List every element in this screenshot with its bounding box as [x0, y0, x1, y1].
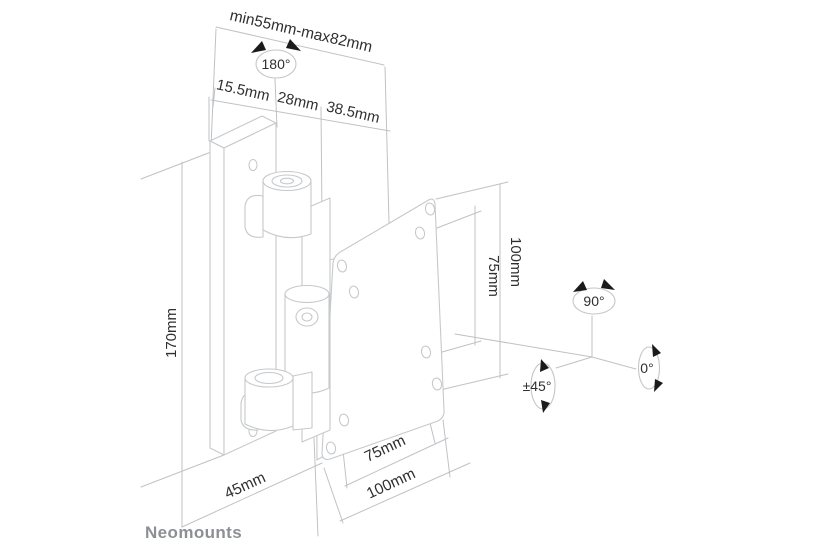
dim-depth-range-label: min55mm-max82mm	[228, 7, 374, 56]
rotation-45-label: ±45°	[523, 378, 552, 394]
dim-vesa-width-100-label: 100mm	[364, 465, 418, 502]
ext-tick-2	[274, 78, 278, 128]
dim-line-vesa75-width	[344, 437, 449, 487]
vesa-hole-outer-bl	[325, 441, 337, 455]
hinge-column	[240, 170, 331, 443]
vesa-hole-inner-bl	[338, 413, 350, 427]
swivel-arrow-left	[251, 41, 266, 53]
wall-plate-side-face	[209, 140, 225, 456]
ext-line-wall-width-right	[313, 437, 319, 537]
ext-vesa-height-t100	[435, 181, 509, 200]
swivel-ellipse	[255, 49, 297, 79]
tilt-0-label: 0°	[640, 360, 653, 376]
vesa-hole-inner-tl	[348, 285, 360, 299]
dim-line-wall-width	[181, 462, 323, 528]
tilt-0-ellipse	[637, 346, 661, 390]
hinge-stub-bottom	[292, 371, 313, 431]
hinge-knuckle-bottom	[240, 368, 313, 432]
hinge-cap-middle	[284, 284, 330, 304]
tilt-0-arrow-bottom	[654, 379, 663, 392]
rotation-arrows	[251, 39, 663, 413]
dim-line-vesa100-width	[339, 462, 471, 522]
vesa-hole-inner-br	[420, 345, 432, 359]
dim-head-depth-label: 38.5mm	[325, 98, 382, 127]
brand-label: Neomounts	[145, 523, 242, 542]
dim-line-depth-range	[215, 26, 385, 66]
hinge-cap-top	[262, 170, 312, 192]
hinge-knob-outer	[295, 307, 319, 327]
hinge-knuckle-top	[244, 170, 312, 239]
ext-tick-1	[212, 87, 216, 108]
ext-vesa-width-rb	[442, 419, 451, 478]
dim-wall-plate-height-label: 170mm	[163, 308, 180, 358]
dim-hinge-depth-label: 28mm	[276, 89, 320, 115]
hinge-socket-top	[279, 177, 295, 185]
hinge-washer-bottom	[254, 371, 284, 385]
dim-vesa-height-100-label: 100mm	[507, 237, 524, 287]
ext-line-wall-face	[210, 28, 217, 147]
ext-tick-3	[320, 106, 323, 219]
tilt-90-label: 90°	[583, 293, 604, 309]
dim-line-depth-segments	[210, 99, 391, 132]
vesa-hole-outer-br	[431, 377, 443, 391]
swivel-arrow-right	[286, 39, 301, 51]
hinge-knob-inner	[301, 312, 313, 322]
rotation-45-arrow-bottom	[541, 400, 550, 413]
hinge-washer-top	[271, 174, 303, 188]
vesa-hole-outer-tl	[336, 259, 348, 273]
axis-line-to-mount	[454, 333, 593, 358]
vesa-holes	[325, 202, 443, 455]
wall-plate-hole-top	[248, 158, 258, 172]
hinge-lobe-top	[244, 194, 264, 238]
ext-line-head-face	[384, 66, 390, 224]
rotation-45-arrow-top	[540, 359, 549, 372]
ext-vesa-width-lb	[323, 467, 344, 524]
dim-wall-plate-width-label: 45mm	[222, 469, 268, 502]
tilt-90-arrow-left	[573, 281, 587, 292]
axis-line-right	[591, 356, 637, 370]
vesa-plate	[315, 198, 445, 461]
vesa-plate-front-face	[321, 198, 445, 460]
vesa-hole-inner-tr	[414, 226, 426, 240]
axis-line-left	[555, 356, 593, 369]
ext-vesa-height-b100	[439, 373, 509, 391]
dim-wall-plate-depth-label: 15.5mm	[215, 76, 272, 105]
dim-vesa-height-75-label: 75mm	[485, 255, 502, 297]
swivel-180-label: 180°	[262, 56, 291, 72]
tilt-90-ellipse	[572, 287, 616, 315]
dimension-lines	[140, 26, 637, 537]
tilt-0-arrow-top	[652, 344, 661, 357]
hinge-cap-bottom	[244, 368, 294, 388]
tilt-90-arrow-right	[601, 279, 615, 290]
vesa-hole-outer-tr	[424, 202, 436, 216]
